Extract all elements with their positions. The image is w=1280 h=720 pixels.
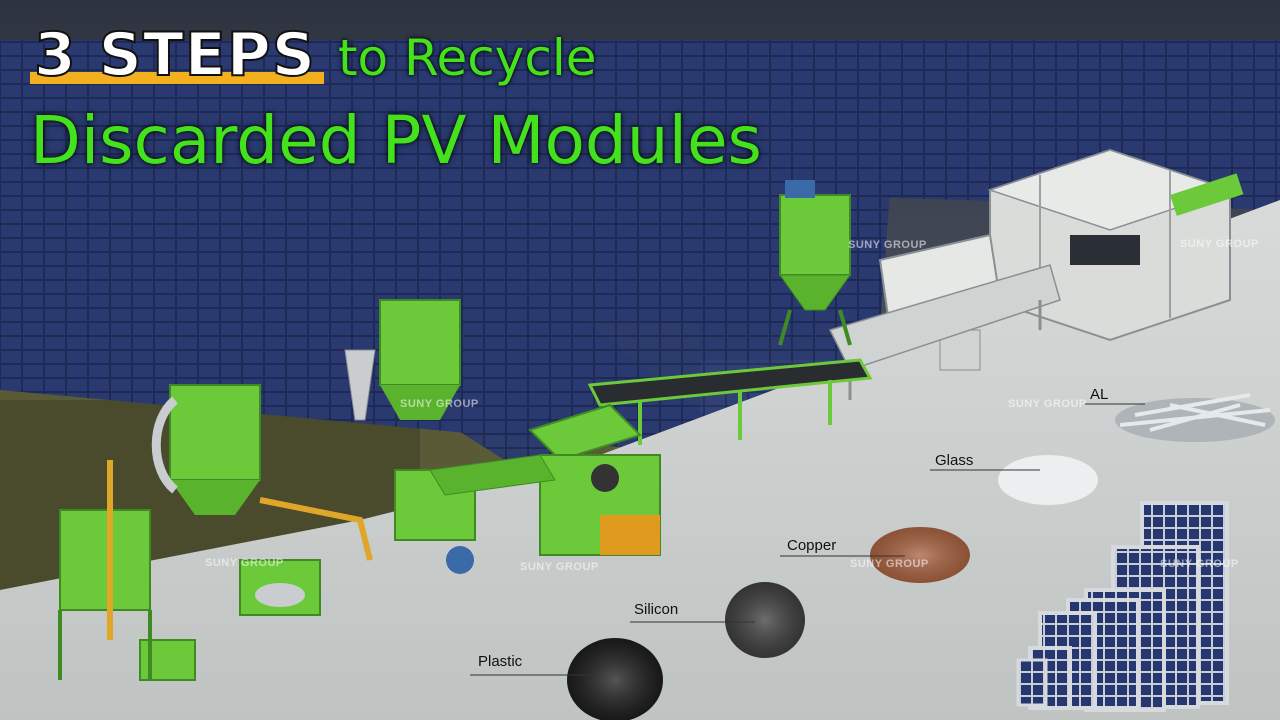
label-copper: Copper (787, 537, 837, 554)
watermark-6: SUNY GROUP (520, 561, 599, 573)
pv-module-stack (1016, 501, 1229, 712)
electrostatic-separator (58, 384, 373, 681)
watermark-8: SUNY GROUP (1160, 558, 1239, 570)
watermark-7: SUNY GROUP (850, 558, 929, 570)
glass-separation-unit (828, 233, 1061, 400)
watermark-2: SUNY GROUP (1180, 238, 1259, 250)
shredder-machine (528, 403, 661, 556)
label-silicon: Silicon (634, 601, 679, 618)
solar-array-right (300, 250, 880, 470)
title-highlight-text: 3 STEPS (33, 19, 316, 91)
conveyor-belt (587, 358, 873, 445)
title-rest-line-1: to Recycle (337, 29, 597, 87)
watermark-4: SUNY GROUP (1008, 398, 1087, 410)
title-highlight-box: 3 STEPS (30, 19, 324, 91)
frame-removal-unit (987, 148, 1244, 342)
aluminum-scrap-pile (1115, 393, 1275, 442)
label-plastic: Plastic (478, 653, 523, 670)
title-line-2: Discarded PV Modules (30, 102, 762, 179)
watermark-1: SUNY GROUP (848, 239, 927, 251)
watermark-3: SUNY GROUP (400, 398, 479, 410)
label-al: AL (1090, 386, 1109, 403)
label-glass: Glass (935, 452, 974, 469)
title-line-1: 3 STEPS to Recycle (30, 19, 597, 91)
crusher-unit (344, 299, 556, 574)
watermark-5: SUNY GROUP (205, 557, 284, 569)
glass-pile (998, 455, 1098, 505)
dust-collector-tower (778, 180, 852, 346)
